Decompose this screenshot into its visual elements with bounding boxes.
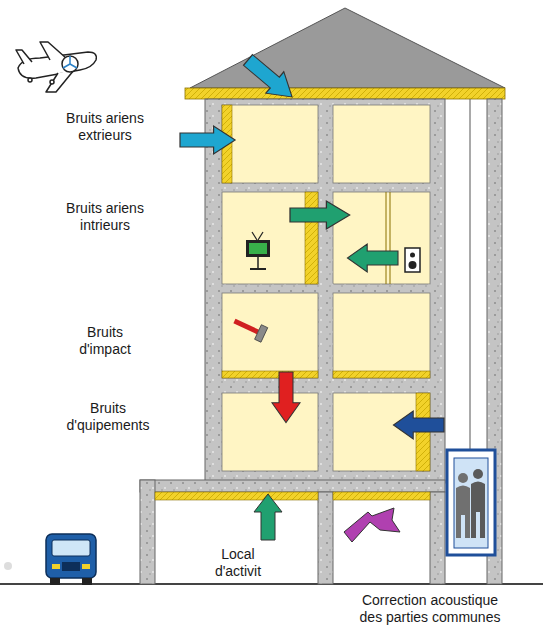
text-label: Local d'activit: [197, 546, 279, 580]
concrete-post: [140, 480, 155, 584]
ceiling-insulation: [155, 492, 318, 500]
text-label: Bruits d'quipements: [53, 400, 163, 434]
elevator-cable: [470, 99, 471, 450]
airplane-icon: [16, 42, 96, 92]
insulation: [222, 105, 430, 471]
text-label: Bruits ariens extrieurs: [55, 110, 155, 144]
partition: [390, 192, 391, 284]
roof-insulation: [185, 88, 505, 99]
concrete-slab: [140, 480, 445, 492]
text-label: Correction acoustique des parties commun…: [350, 592, 510, 626]
speaker-icon: [405, 248, 420, 272]
dot: [4, 562, 12, 570]
partition: [386, 192, 387, 284]
text-label: Bruits d'impact: [65, 324, 145, 358]
ceiling-insulation: [333, 492, 430, 500]
noise-arrows: [180, 49, 444, 542]
elevator-car: [447, 450, 495, 555]
truck-icon: [46, 534, 96, 585]
text-label: Bruits ariens intrieurs: [55, 200, 155, 234]
roof: [190, 8, 505, 88]
concrete-post: [430, 492, 445, 584]
ground-line: [0, 583, 543, 585]
concrete-structure: [205, 99, 445, 483]
hammer-icon: [231, 314, 268, 342]
tv-icon: [246, 232, 270, 269]
rooms: [222, 105, 430, 471]
concrete-post: [318, 492, 333, 584]
